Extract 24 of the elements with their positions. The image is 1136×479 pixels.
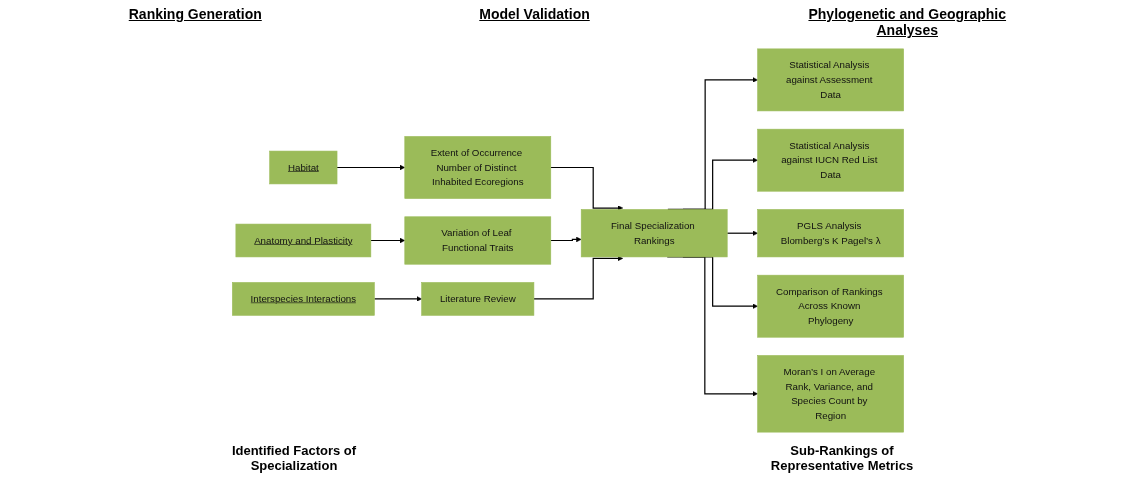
arrow xyxy=(336,164,406,171)
node-box: Habitat xyxy=(269,150,338,185)
node-box: Comparison of Rankings Across Known Phylogeny xyxy=(757,274,904,338)
column-heading: Ranking Generation xyxy=(128,6,262,24)
column-heading: Phylogenetic and Geographic Analyses xyxy=(807,6,1008,38)
column-caption: Sub-Rankings of Representative Metrics xyxy=(769,443,915,473)
node-box: Anatomy and Plasticity xyxy=(235,223,372,258)
arrow xyxy=(533,255,624,300)
column-heading: Model Validation xyxy=(479,6,590,24)
node-box: Final Specialization Rankings xyxy=(580,209,728,258)
column-caption: Identified Factors of Specialization xyxy=(230,443,358,473)
node-box: Moran’s I on Average Rank, Variance, and Species Count by Region xyxy=(757,355,904,433)
node-box: Interspecies Interactions xyxy=(232,282,375,316)
arrow xyxy=(550,236,582,243)
node-box: Literature Review xyxy=(421,282,535,316)
node-box: Statistical Analysis against IUCN Red List Data xyxy=(757,128,904,192)
node-box: Extent of Occurrence Number of Distinct Inhabited Ecoregions xyxy=(404,136,552,199)
node-box: PGLS Analysis Blomberg’s K Pagel’s λ xyxy=(757,209,904,258)
arrow xyxy=(726,230,758,236)
arrow xyxy=(373,296,422,302)
arrow xyxy=(370,237,406,244)
arrow xyxy=(550,166,624,211)
node-box: Variation of Leaf Functional Traits xyxy=(404,216,552,265)
node-box: Statistical Analysis against Assessment Data xyxy=(757,48,904,112)
